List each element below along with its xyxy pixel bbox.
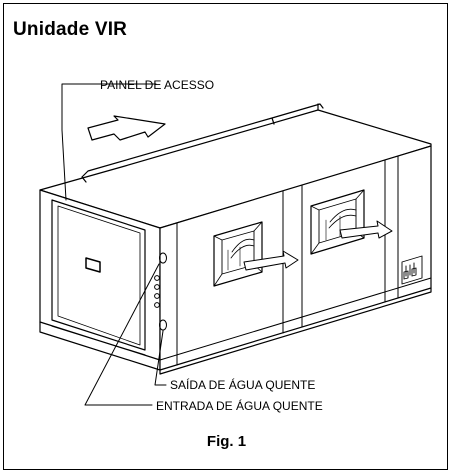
panel-handle — [85, 257, 101, 273]
leader-hot-water-inlet — [84, 263, 160, 406]
label-access-panel: PAINEL DE ACESSO — [100, 78, 214, 92]
unit-top-rim — [81, 103, 324, 183]
leader-hot-water-outlet — [154, 330, 167, 386]
discharge-grille-left — [213, 221, 299, 287]
discharge-grille-right — [310, 189, 393, 255]
leader-access-panel — [61, 83, 157, 201]
discharge-arrow-icon — [243, 250, 299, 271]
intake-arrow-icon — [87, 115, 166, 141]
electrical-box — [401, 255, 423, 285]
access-panel — [51, 199, 146, 351]
discharge-arrow-icon — [339, 220, 393, 239]
label-hot-water-inlet: ENTRADA DE ÁGUA QUENTE — [156, 398, 323, 413]
figure-caption: Fig. 1 — [206, 433, 247, 450]
pipe-connections — [154, 252, 167, 331]
label-hot-water-outlet: SAÍDA DE ÁGUA QUENTE — [170, 377, 315, 392]
figure-title: Unidade VIR — [13, 19, 128, 40]
